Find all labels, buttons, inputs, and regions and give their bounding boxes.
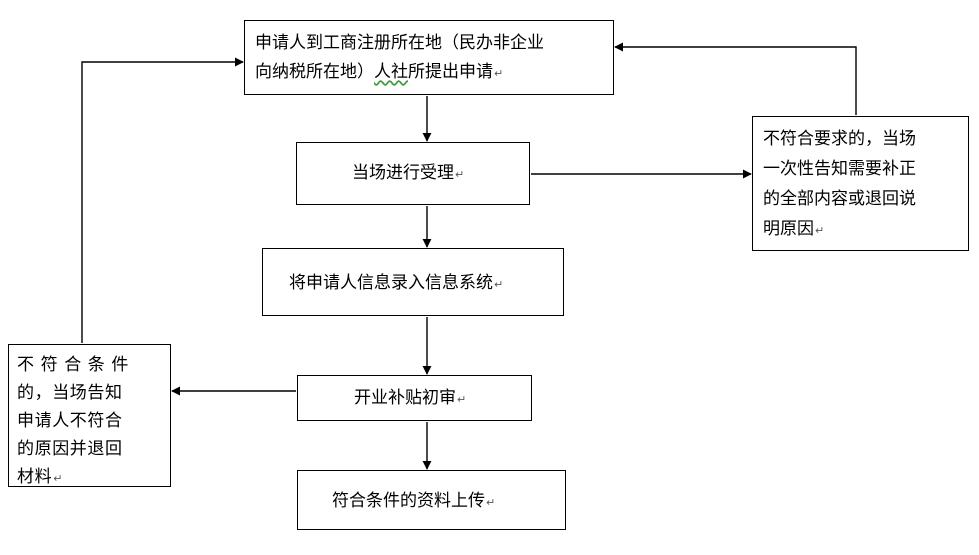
node-review-label: 开业补贴初审 [354, 388, 456, 408]
node-apply-line1: 申请人到工商注册所在地（民办非企业 [255, 33, 544, 53]
return-mark: ↵ [815, 224, 825, 237]
node-apply-line2-post: 所提出申请 [408, 62, 493, 82]
node-enter-label: 将申请人信息录入信息系统 [289, 273, 493, 293]
node-apply-line2: 向纳税所在地）人社所提出申请↵ [255, 62, 503, 82]
node-on-site-acceptance: 当场进行受理↵ [296, 142, 530, 205]
node-reject-left-label: 不 符 合 条 件 的，当场告知 申请人不符合 的原因并退回 材料 [17, 355, 130, 487]
node-preliminary-review: 开业补贴初审↵ [297, 375, 532, 421]
return-mark: ↵ [486, 496, 496, 509]
node-upload-materials: 符合条件的资料上传↵ [297, 470, 566, 530]
node-reject-return-materials: 不 符 合 条 件 的，当场告知 申请人不符合 的原因并退回 材料↵ [8, 344, 171, 487]
node-apply-submission: 申请人到工商注册所在地（民办非企业 向纳税所在地）人社所提出申请↵ [244, 20, 614, 95]
arrow-reject-right-back-to-apply [614, 42, 857, 115]
node-accept-label: 当场进行受理 [352, 163, 454, 183]
return-mark: ↵ [494, 278, 504, 291]
node-apply-line2-wavy: 人社 [374, 62, 408, 82]
node-reject-correction-notice: 不符合要求的，当场 一次性告知需要补正 的全部内容或退回说 明原因↵ [752, 116, 969, 251]
node-reject-right-label: 不符合要求的，当场 一次性告知需要补正 的全部内容或退回说 明原因 [763, 129, 916, 239]
node-enter-info-system: 将申请人信息录入信息系统↵ [262, 248, 564, 316]
return-mark: ↵ [457, 393, 467, 406]
node-apply-line2-pre: 向纳税所在地） [255, 62, 374, 82]
return-mark: ↵ [455, 168, 465, 181]
return-mark: ↵ [53, 472, 64, 485]
return-mark: ↵ [494, 67, 504, 80]
node-upload-label: 符合条件的资料上传 [332, 491, 485, 511]
arrow-reject-left-back-to-apply [81, 57, 244, 343]
